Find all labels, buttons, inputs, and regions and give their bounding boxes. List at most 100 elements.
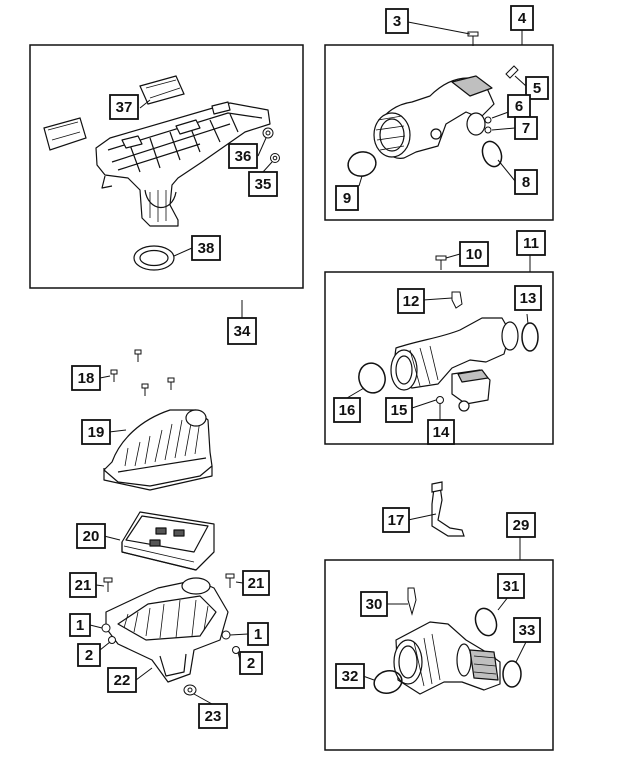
callout-19: 19 [81, 419, 111, 445]
clamp-31 [474, 607, 498, 637]
bolt-10 [435, 255, 447, 270]
callout-8: 8 [514, 169, 538, 195]
group-frame-4 [324, 44, 554, 221]
svg-text:7: 7 [522, 120, 530, 137]
nuts-6-7 [484, 116, 492, 134]
svg-text:8: 8 [522, 174, 530, 191]
svg-text:31: 31 [503, 578, 520, 595]
svg-text:20: 20 [83, 528, 100, 545]
seal-38 [133, 245, 175, 271]
svg-text:2: 2 [247, 655, 255, 672]
svg-text:36: 36 [235, 148, 252, 165]
callout-2-left: 2 [77, 643, 101, 667]
air-tube-lower [393, 621, 501, 695]
callout-38: 38 [191, 235, 221, 261]
air-duct-resonator [95, 101, 271, 227]
clamp-13 [521, 322, 539, 352]
svg-text:6: 6 [515, 98, 523, 115]
svg-text:19: 19 [88, 424, 105, 441]
svg-text:23: 23 [205, 708, 222, 725]
callout-37: 37 [109, 94, 139, 120]
callout-30: 30 [360, 591, 388, 617]
callout-3: 3 [385, 8, 409, 34]
callout-22: 22 [107, 667, 137, 693]
air-tube-middle [390, 317, 519, 412]
sensor-5 [505, 65, 519, 79]
callout-1-upper: 1 [69, 613, 91, 637]
nut-14 [436, 396, 444, 404]
clamp-9 [347, 151, 377, 177]
callout-33: 33 [513, 617, 541, 643]
svg-text:32: 32 [342, 668, 359, 685]
callout-1-right: 1 [247, 622, 269, 646]
callout-12: 12 [397, 288, 425, 314]
air-box-lower-22 [105, 577, 229, 683]
svg-text:29: 29 [513, 517, 530, 534]
svg-text:1: 1 [254, 626, 262, 643]
nut-35 [262, 127, 280, 163]
svg-text:13: 13 [520, 290, 537, 307]
callout-4: 4 [510, 5, 534, 31]
callout-6: 6 [507, 94, 531, 118]
group-leaders [241, 30, 531, 560]
svg-text:5: 5 [533, 80, 541, 97]
svg-text:34: 34 [234, 323, 251, 340]
svg-text:3: 3 [393, 13, 401, 30]
callout-32: 32 [335, 663, 365, 689]
svg-text:21: 21 [248, 575, 265, 592]
screws-18 [110, 349, 175, 396]
svg-text:30: 30 [366, 596, 383, 613]
bolts-21 [103, 573, 235, 592]
svg-text:35: 35 [255, 176, 272, 193]
svg-text:4: 4 [518, 10, 527, 27]
duct-clip-right [139, 75, 185, 105]
svg-text:10: 10 [466, 246, 483, 263]
clamp-8 [481, 140, 503, 168]
callout-34: 34 [227, 317, 257, 345]
svg-text:37: 37 [116, 99, 133, 116]
svg-text:16: 16 [339, 402, 356, 419]
callout-13: 13 [514, 285, 542, 311]
sensor-12 [451, 291, 463, 309]
air-tube-upper [373, 75, 495, 159]
callout-14: 14 [427, 419, 455, 445]
callout-18: 18 [71, 365, 101, 391]
svg-text:22: 22 [114, 672, 131, 689]
bolt-3 [467, 31, 479, 46]
callout-31: 31 [497, 573, 525, 599]
air-box-cover-19 [103, 409, 213, 491]
svg-text:11: 11 [523, 235, 539, 252]
group-frame-34 [29, 44, 304, 289]
callout-9: 9 [335, 185, 359, 211]
svg-text:38: 38 [198, 240, 215, 257]
callout-21-left: 21 [69, 572, 97, 598]
callout-36: 36 [228, 143, 258, 169]
grommets-2 [108, 636, 240, 654]
hose-17 [431, 481, 465, 537]
callout-11: 11 [516, 230, 546, 256]
callout-2-right: 2 [239, 651, 263, 675]
callout-20: 20 [76, 523, 106, 549]
svg-text:17: 17 [388, 512, 405, 529]
svg-text:9: 9 [343, 190, 351, 207]
svg-text:18: 18 [78, 370, 95, 387]
svg-text:12: 12 [403, 293, 420, 310]
clamp-16 [358, 362, 386, 394]
svg-text:1: 1 [76, 617, 84, 634]
group-frame-29 [324, 559, 554, 751]
callout-10: 10 [459, 241, 489, 267]
duct-clip-left [43, 117, 87, 151]
svg-text:2: 2 [85, 647, 93, 664]
callout-35: 35 [248, 171, 278, 197]
callout-16: 16 [333, 397, 361, 423]
clamp-32 [373, 670, 403, 694]
air-filter-20 [121, 511, 215, 571]
callout-17: 17 [382, 507, 410, 533]
grommet-23 [183, 684, 197, 696]
svg-text:21: 21 [75, 577, 92, 594]
svg-text:33: 33 [519, 622, 536, 639]
svg-text:14: 14 [433, 424, 450, 441]
callout-15: 15 [385, 397, 413, 423]
callout-23: 23 [198, 703, 228, 729]
